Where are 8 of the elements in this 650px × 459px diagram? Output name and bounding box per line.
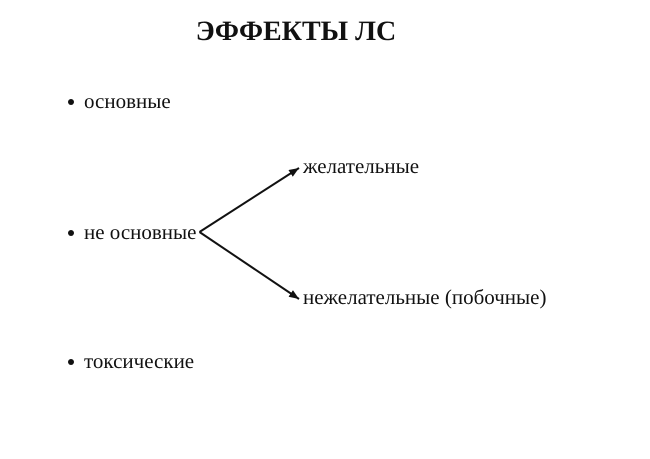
title: ЭФФЕКТЫ ЛС bbox=[194, 15, 398, 49]
item-text: не основные bbox=[84, 220, 196, 244]
arrow bbox=[198, 231, 300, 300]
item-text: нежелательные (побочные) bbox=[303, 285, 546, 309]
item-text: основные bbox=[84, 89, 171, 113]
arrow bbox=[198, 167, 300, 233]
item-text: желательные bbox=[303, 154, 420, 178]
item-text: токсические bbox=[84, 349, 194, 373]
